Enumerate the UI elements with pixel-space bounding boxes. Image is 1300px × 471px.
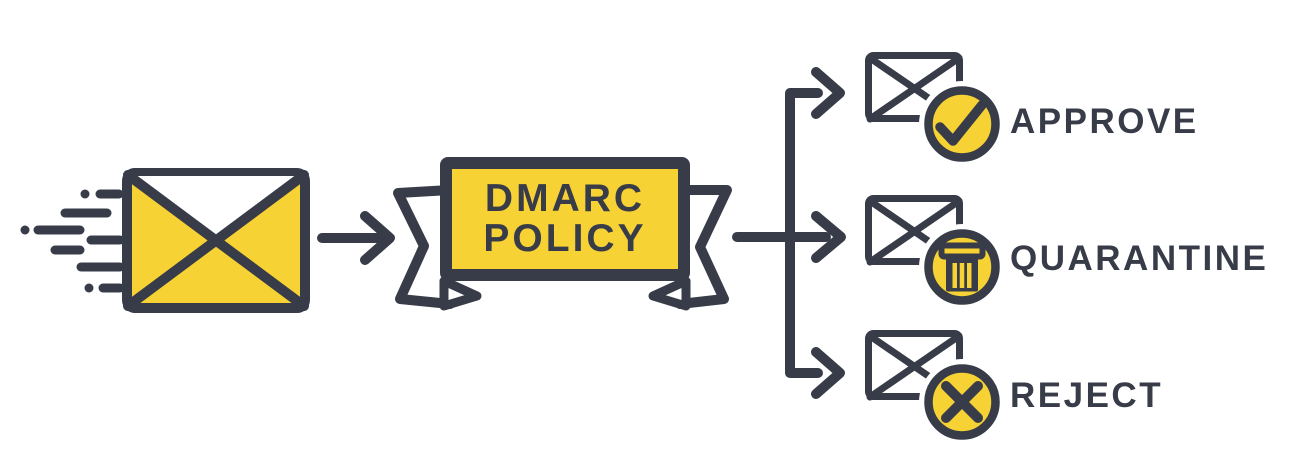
speeding-envelope-icon	[122, 168, 310, 313]
outcome-label-approve: APPROVE	[1010, 102, 1199, 141]
ribbon-fold-right	[648, 276, 691, 311]
outcome-label-quarantine: QUARANTINE	[1010, 239, 1269, 278]
dmarc-policy-banner	[393, 157, 732, 311]
outcome-label-reject: REJECT	[1010, 376, 1164, 415]
envelope-approve-icon	[865, 52, 1005, 167]
branch-connector	[732, 67, 846, 399]
banner-title: DMARC POLICY	[440, 157, 690, 281]
envelope-flap	[130, 176, 302, 241]
motion-dot	[80, 189, 90, 199]
envelope-reject-icon	[865, 330, 1005, 445]
banner-title-line2: POLICY	[483, 217, 647, 260]
banner-title-line1: DMARC	[484, 177, 646, 220]
x-icon	[941, 381, 983, 423]
branch-arrowhead-bottom	[811, 347, 845, 399]
envelope-quarantine-icon	[865, 195, 1005, 310]
motion-dot	[84, 283, 94, 293]
ribbon-panel	[440, 157, 690, 281]
check-icon	[935, 100, 987, 146]
motion-dot	[20, 225, 30, 235]
flow-arrow-icon	[317, 211, 395, 265]
trash-icon	[938, 242, 986, 292]
ribbon-fold-left	[439, 276, 482, 311]
branch-arrowhead-middle	[811, 211, 846, 263]
motion-lines-icon	[20, 189, 125, 293]
branch-arrowhead-top	[811, 67, 845, 119]
